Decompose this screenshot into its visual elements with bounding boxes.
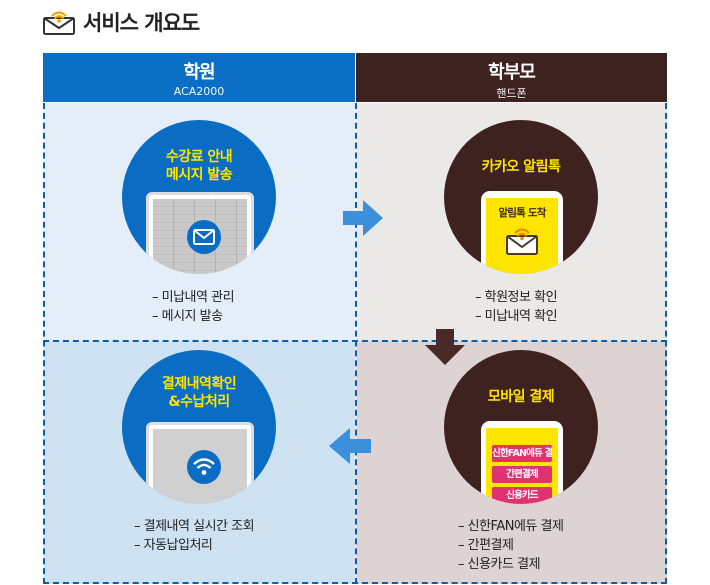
payment-option-easypay: 간편결제 (492, 466, 552, 483)
phone-device: 알림톡 도착 (481, 191, 563, 274)
list-item: – 미납내역 확인 (475, 309, 558, 324)
payment-option-card: 신용카드 (492, 487, 552, 504)
payment-check-title-line2: &수납처리 (168, 394, 230, 410)
envelope-wifi-icon (43, 11, 75, 35)
message-send-title: 수강료 안내 메시지 발송 (122, 148, 276, 184)
payment-option-shinhan: 신한FAN에듀 결제 (492, 445, 552, 462)
payment-check-title-line1: 결제내역확인 (161, 376, 237, 392)
laptop-screen (153, 429, 247, 504)
arrow-down-icon (425, 329, 465, 365)
parent-title: 학부모 (488, 62, 536, 83)
phone-device: 신한FAN에듀 결제 간편결제 신용카드 (481, 421, 563, 504)
message-send-circle: 수강료 안내 메시지 발송 (122, 120, 276, 274)
message-send-title-line1: 수강료 안내 (165, 149, 233, 165)
arrow-left-icon (329, 428, 371, 464)
parent-subtitle: 핸드폰 (496, 87, 527, 100)
envelope-icon (187, 220, 221, 254)
mobile-payment-list: – 신한FAN에듀 결제 – 간편결제 – 신용카드 결제 (458, 517, 564, 574)
mobile-payment-title: 모바일 결제 (487, 389, 555, 405)
page-title-text: 서비스 개요도 (83, 11, 200, 35)
academy-column-header: 학원 ACA2000 (43, 53, 355, 102)
payment-check-circle: 결제내역확인 &수납처리 (122, 350, 276, 504)
list-item: – 자동납입처리 (134, 538, 213, 553)
list-item: – 간편결제 (458, 538, 514, 553)
message-send-title-line2: 메시지 발송 (165, 167, 233, 183)
envelope-wifi-icon (506, 228, 538, 255)
kakao-alert-title: 카카오 알림톡 (481, 159, 561, 175)
payment-check-title: 결제내역확인 &수납처리 (122, 375, 276, 411)
academy-title: 학원 (183, 62, 215, 83)
list-item: – 학원정보 확인 (475, 290, 558, 305)
laptop-device (146, 192, 254, 274)
kakao-screen-label: 알림톡 도착 (498, 207, 546, 219)
kakao-alert-circle: 카카오 알림톡 알림톡 도착 (444, 120, 598, 274)
arrow-right-icon (343, 200, 383, 236)
list-item: – 결제내역 실시간 조회 (134, 519, 255, 534)
list-item: – 신한FAN에듀 결제 (458, 519, 564, 534)
wifi-icon (187, 450, 221, 484)
parent-column-header: 학부모 핸드폰 (356, 53, 667, 102)
list-item: – 신용카드 결제 (458, 557, 541, 572)
phone-screen: 신한FAN에듀 결제 간편결제 신용카드 (486, 428, 558, 504)
phone-screen: 알림톡 도착 (486, 198, 558, 274)
page-title: 서비스 개요도 (43, 6, 200, 38)
kakao-alert-list: – 학원정보 확인 – 미납내역 확인 (475, 288, 558, 326)
message-send-list: – 미납내역 관리 – 메시지 발송 (152, 288, 235, 326)
laptop-device (146, 422, 254, 504)
payment-check-list: – 결제내역 실시간 조회 – 자동납입처리 (134, 517, 255, 555)
dashed-divider-vertical (355, 103, 357, 584)
academy-subtitle: ACA2000 (173, 85, 225, 98)
list-item: – 미납내역 관리 (152, 290, 235, 305)
list-item: – 메시지 발송 (152, 309, 223, 324)
mobile-payment-circle: 모바일 결제 신한FAN에듀 결제 간편결제 신용카드 (444, 350, 598, 504)
laptop-screen (153, 199, 247, 274)
